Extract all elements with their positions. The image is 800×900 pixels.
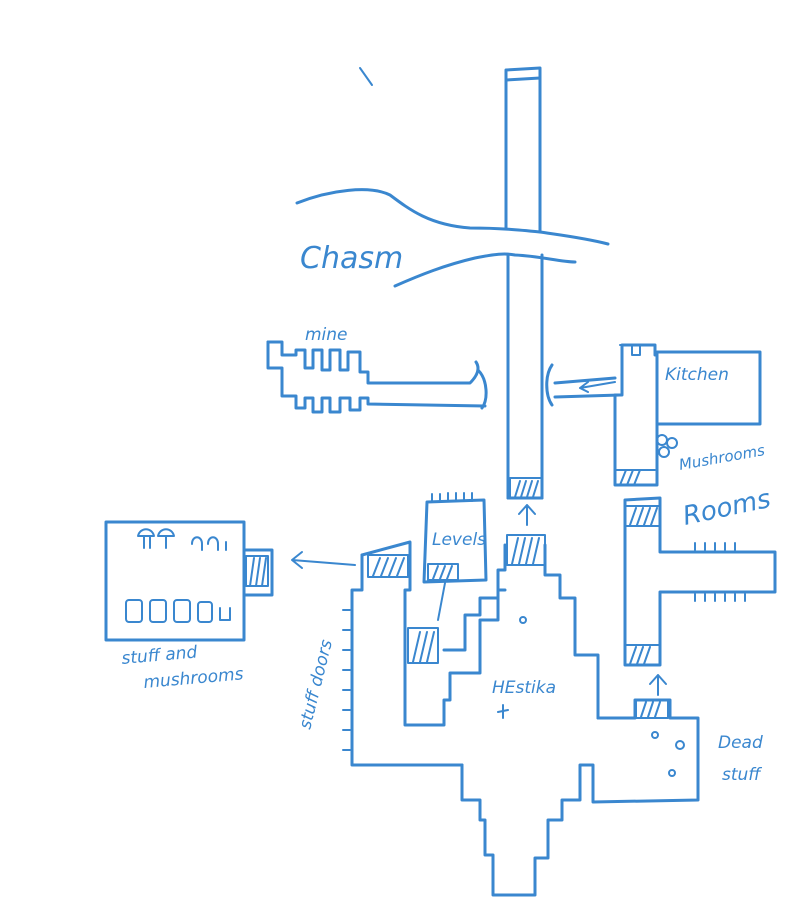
kitchen-connector-curve xyxy=(545,363,554,407)
mushrooms-room-label: mushrooms xyxy=(143,664,245,693)
stair-icon xyxy=(407,627,439,664)
stuff-room-door xyxy=(242,548,274,597)
kitchen-area: Kitchen Mushrooms xyxy=(545,343,767,487)
dot-marker-icon xyxy=(668,769,676,777)
hestika-marker xyxy=(497,704,509,719)
stair-icon xyxy=(506,534,546,566)
doors-wall-ticks xyxy=(342,609,351,751)
central-structure: stuff doors HEstika xyxy=(295,534,600,897)
up-arrow-icon xyxy=(649,674,667,696)
mine-area: mine xyxy=(266,325,488,414)
dead-stuff-area: Dead stuff xyxy=(588,698,763,804)
chasm-bottom-edge xyxy=(393,252,577,288)
stepped-base xyxy=(460,763,592,897)
chasm-area: Chasm xyxy=(295,188,610,288)
levels-area: Levels xyxy=(422,492,488,621)
stair-icon xyxy=(245,555,269,587)
kitchen-tower xyxy=(613,343,659,487)
stuff-label: stuff xyxy=(722,765,762,785)
stuff-mushrooms-area: stuff and mushrooms xyxy=(104,520,356,693)
crate-icon xyxy=(125,599,231,623)
stair-icon xyxy=(635,699,669,719)
left-arrow-icon xyxy=(291,551,356,569)
mine-zigzag-top xyxy=(266,340,480,385)
stair-icon xyxy=(427,563,459,581)
chasm-top-edge xyxy=(295,188,610,246)
left-arrow-icon xyxy=(579,381,616,393)
dot-marker-icon xyxy=(675,740,685,750)
stepped-tower-right xyxy=(543,543,600,720)
kitchen-tower-cap xyxy=(619,344,651,356)
stepped-tower-left xyxy=(442,543,507,652)
doors-corridor-outer xyxy=(350,553,464,767)
levels-wall-ticks xyxy=(431,492,473,503)
rooms-label: Rooms xyxy=(680,484,773,532)
kitchen-corridor-bottom xyxy=(553,393,622,399)
mine-zigzag-bottom xyxy=(266,340,487,414)
levels-connector xyxy=(437,582,446,621)
mine-connector-curve xyxy=(476,368,488,410)
dead-stuff-room xyxy=(588,698,700,804)
kitchen-corridor-top xyxy=(553,376,617,385)
rooms-wall-ticks-bottom xyxy=(694,593,746,602)
mushroom-icon xyxy=(137,528,227,551)
mine-label: mine xyxy=(305,325,348,345)
stair-icon xyxy=(615,469,656,486)
mushrooms-label: Mushrooms xyxy=(678,441,767,474)
doors-corridor xyxy=(360,540,507,727)
stuff-room xyxy=(104,520,246,642)
chasm-label: Chasm xyxy=(300,241,403,276)
stuff-and-label: stuff and xyxy=(121,642,199,669)
levels-label: Levels xyxy=(432,530,486,550)
up-arrow-icon xyxy=(518,504,536,526)
rooms-wall-ticks-top xyxy=(694,542,736,551)
stair-icon xyxy=(624,644,661,666)
shaft-top-cap xyxy=(504,66,542,82)
stuff-doors-label: stuff doors xyxy=(295,638,337,732)
kitchen-room xyxy=(655,350,762,426)
rooms-area: Rooms xyxy=(623,484,777,696)
dot-marker-icon xyxy=(651,731,659,739)
dot-marker-icon xyxy=(519,616,527,624)
stair-icon xyxy=(509,477,543,499)
main-shaft xyxy=(504,66,544,526)
mushroom-icon xyxy=(656,434,678,458)
stair-icon xyxy=(624,505,661,527)
stair-icon xyxy=(367,554,409,578)
hestika-label: HEstika xyxy=(492,678,556,698)
dead-label: Dead xyxy=(718,733,763,753)
kitchen-label: Kitchen xyxy=(665,365,729,385)
stray-mark xyxy=(359,67,373,86)
